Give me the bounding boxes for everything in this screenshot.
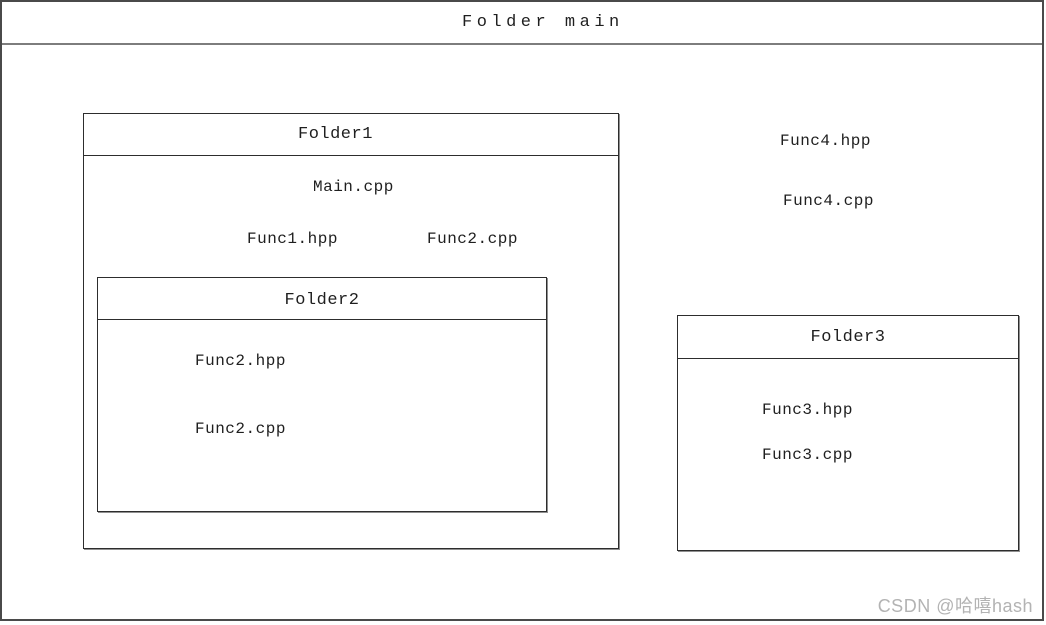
file-label-func3-cpp: Func3.cpp — [762, 446, 853, 464]
file-label-func3-hpp: Func3.hpp — [762, 401, 853, 419]
folder2-box — [97, 277, 547, 512]
folder2-title: Folder2 — [284, 291, 360, 310]
file-label-func1-hpp: Func1.hpp — [247, 230, 338, 248]
file-label-func2-hpp: Func2.hpp — [195, 352, 286, 370]
file-label-func4-cpp: Func4.cpp — [783, 192, 874, 210]
watermark: CSDN @哈嘻hash — [877, 596, 1033, 616]
file-label-func2-cpp-nested: Func2.cpp — [195, 420, 286, 438]
folder2-header — [98, 278, 546, 320]
folder1-header — [84, 114, 618, 156]
folder-main-header — [2, 2, 1042, 45]
file-label-func4-hpp: Func4.hpp — [780, 132, 871, 150]
folder3-box — [677, 315, 1019, 551]
folder3-title: Folder3 — [810, 328, 886, 347]
file-label-main-cpp: Main.cpp — [313, 178, 394, 196]
folder1-title: Folder1 — [298, 125, 373, 144]
folder-main-title: Folder main — [462, 13, 624, 32]
folder3-header — [678, 316, 1018, 359]
file-label-func2-cpp: Func2.cpp — [427, 230, 518, 248]
